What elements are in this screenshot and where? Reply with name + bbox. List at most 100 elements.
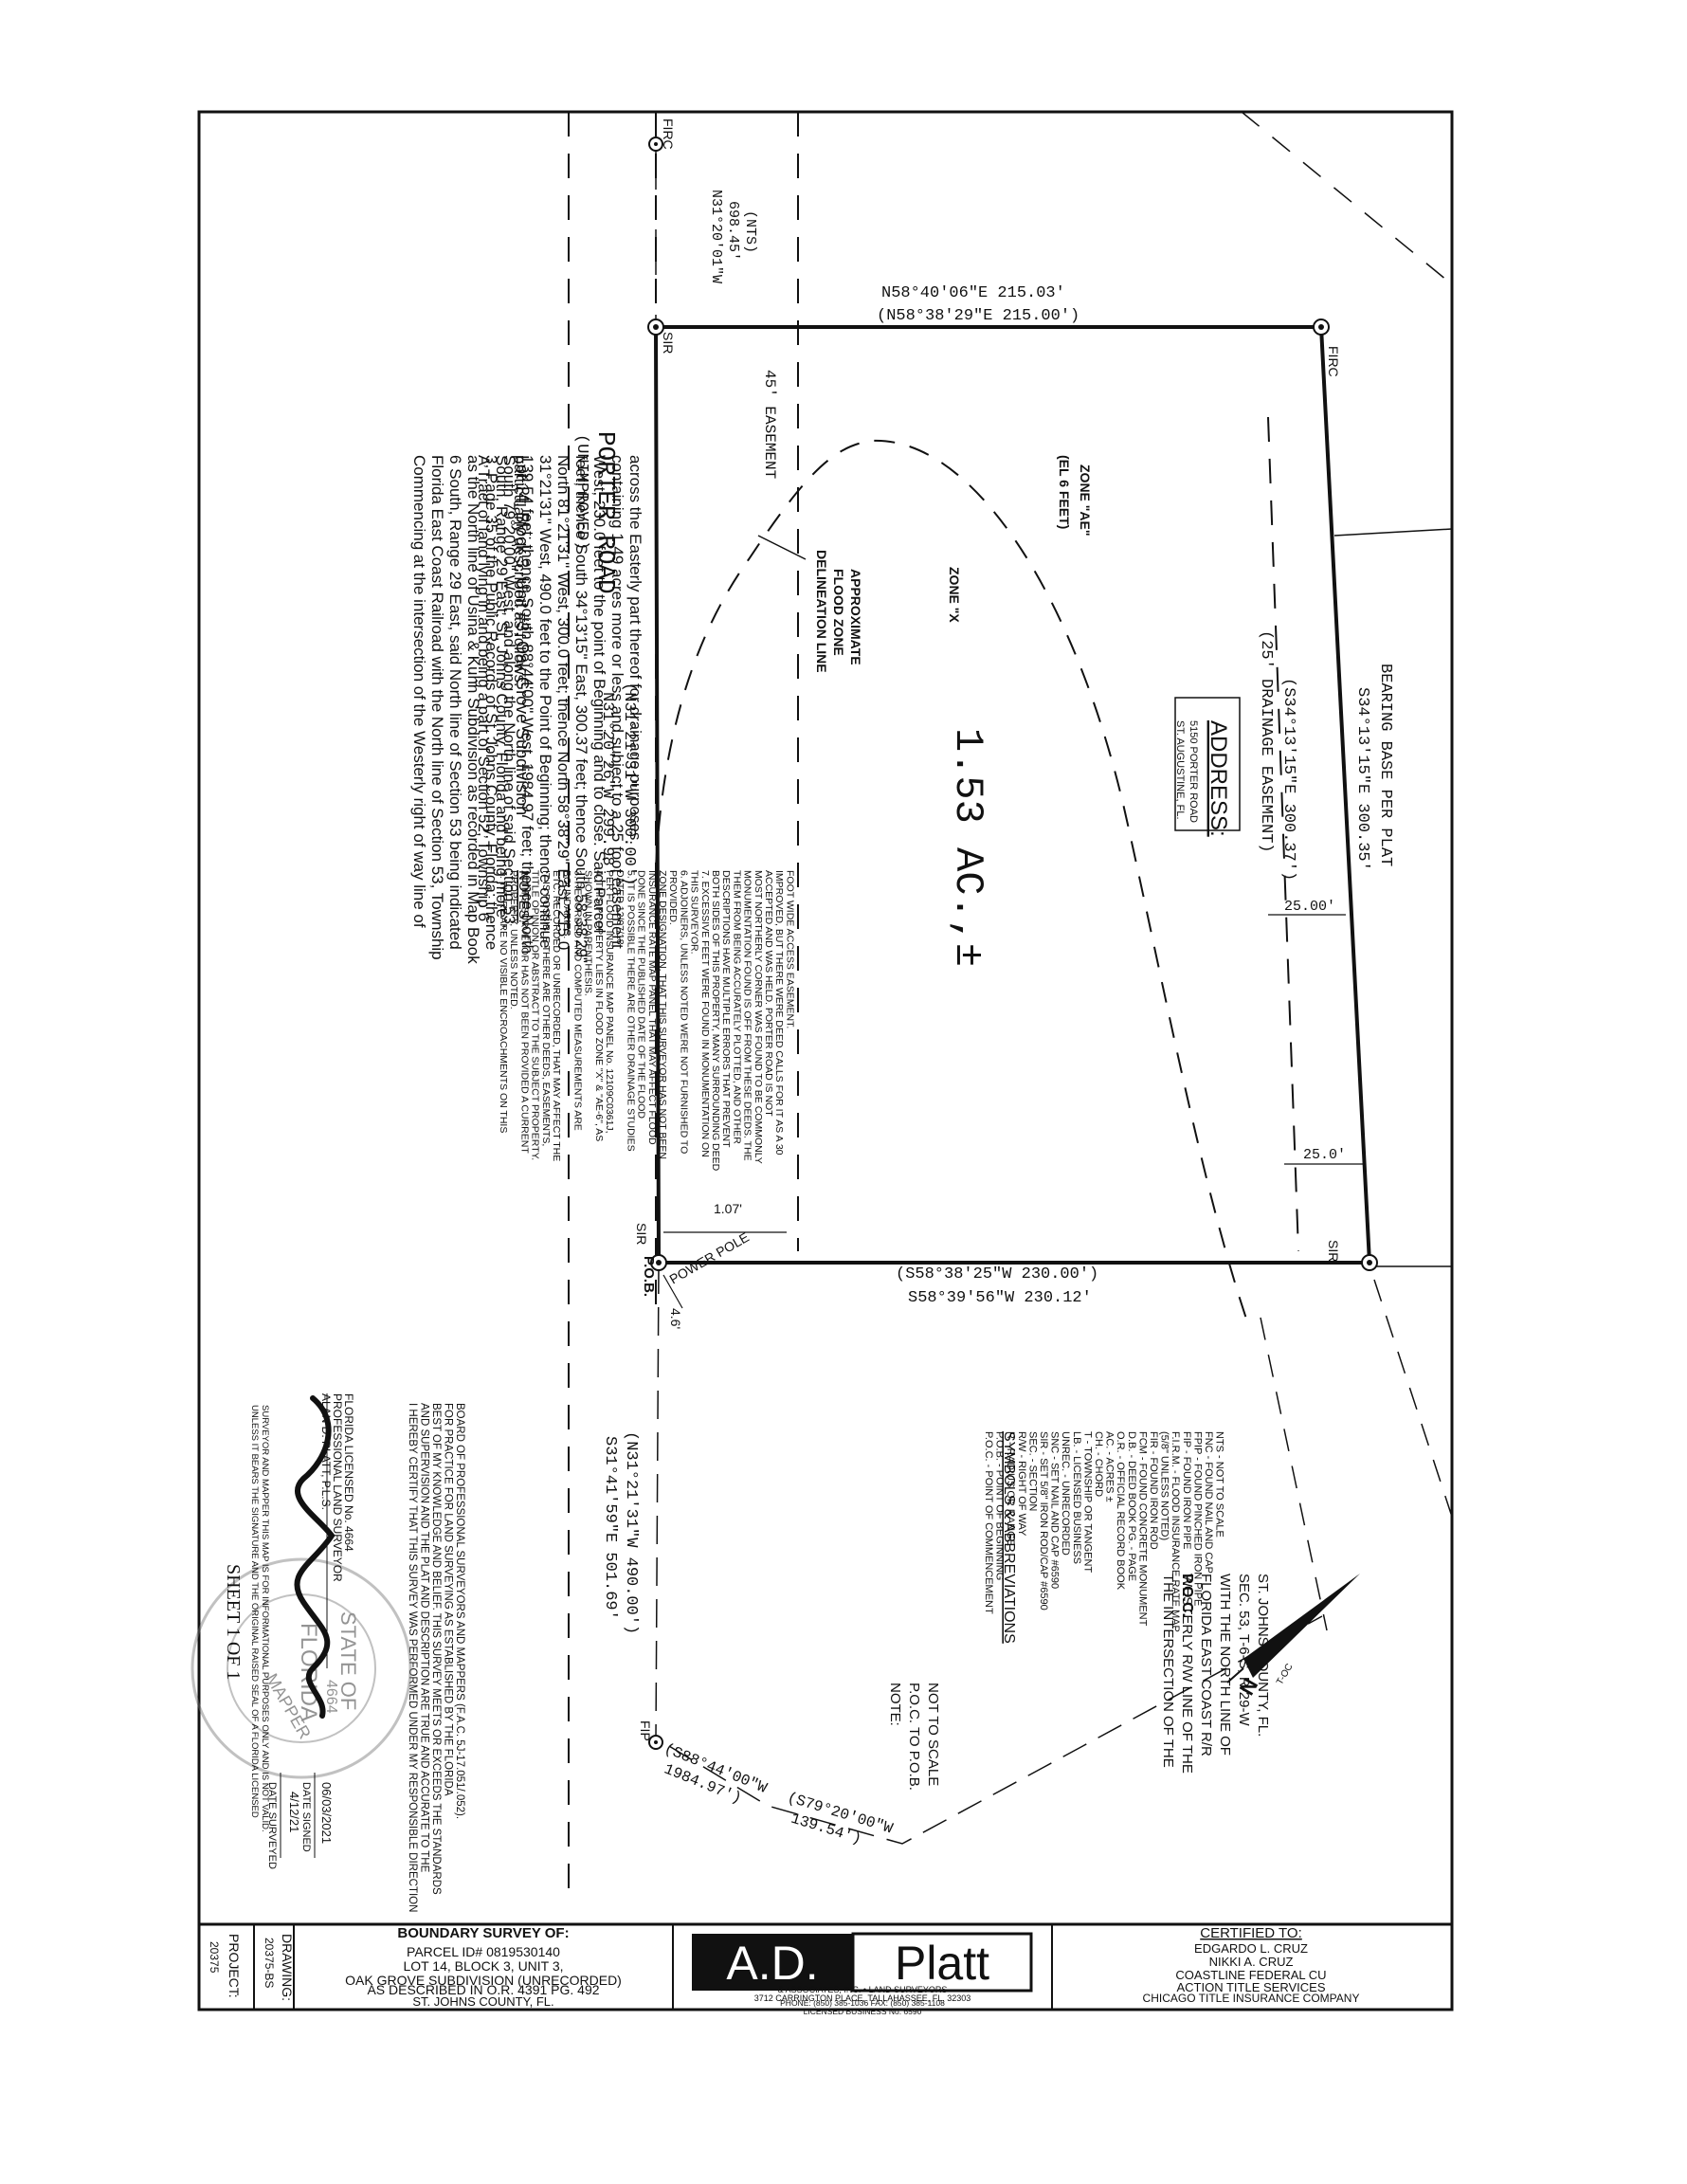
certified-line-4: CHICAGO TITLE INSURANCE COMPANY xyxy=(1143,1992,1360,2005)
poc-line-0: THE INTERSECTION OF THE xyxy=(1160,1574,1176,1768)
symbol-line-21: NTS - NOT TO SCALE xyxy=(1214,1431,1225,1538)
legal-body-10: West, 230.0 feet to the point of Beginni… xyxy=(590,455,608,933)
nw-tie-distance: 698.45' xyxy=(725,201,741,261)
symbol-line-20: FNC - FOUND NAIL AND CAP xyxy=(1203,1431,1214,1574)
railroad-line-2 xyxy=(1373,1279,1453,1518)
disclaimer-1: SURVEYOR AND MAPPER THIS MAP IS FOR INFO… xyxy=(260,1405,270,1832)
surveyor-signature xyxy=(294,1395,336,1719)
certified-line-0: EDGARDO L. CRUZ xyxy=(1194,1941,1308,1956)
sheet-number: SHEET 1 OF 1 xyxy=(223,1564,244,1680)
monument-firc-ne xyxy=(1313,318,1330,336)
logo-right-box xyxy=(851,1932,1033,1993)
legal-body-6: 139.54 feet; thence South 88°44'00" West… xyxy=(518,455,536,954)
symbol-line-15: FIR - FOUND IRON ROD xyxy=(1148,1431,1159,1550)
monument-sir-pob xyxy=(650,1254,667,1271)
north-line-record: (N58°38'29"E 215.00') xyxy=(877,307,1079,325)
survey-line-0: PARCEL ID# 0819530140 xyxy=(407,1944,560,1959)
seal-word-2: 4664 xyxy=(323,1680,339,1714)
note-line-3: TITLE OPINION OR ABSTRACT TO THE SUBJECT… xyxy=(530,870,541,1160)
legal-body-7: 31°21'31" West, 490.0 feet to the Point … xyxy=(536,455,554,948)
note-line-13: DONE SINCE THE PUBLISHED DATE OF THE FLO… xyxy=(636,870,647,1119)
symbol-line-11: AC. - ACRES ± xyxy=(1104,1431,1116,1502)
survey-line-4: ST. JOHNS COUNTY, FL. xyxy=(412,1994,553,2009)
firm-line-0: & ASSOCIATES, INC. • LAND SURVEYORS xyxy=(778,1985,948,1994)
drainage-easement-line xyxy=(1267,416,1299,1252)
legal-body-5: South 79°20'00" West, and along the Nort… xyxy=(500,455,518,929)
east-line-record: (S34°13'15"E 300.37') xyxy=(1279,678,1297,881)
note-line-1: PROPERTY, UNLESS NOTED. xyxy=(508,870,519,1010)
nw-tie-bearing: N31°20'01"W xyxy=(708,190,724,283)
road-name: PORTER ROAD xyxy=(591,431,620,594)
surveyor-name: ALAN D. PLATT, P.L.S. xyxy=(319,1393,333,1510)
symbol-line-13: D.B. - DEED BOOK PG. - PAGE xyxy=(1126,1431,1137,1581)
se-tie-line xyxy=(655,1265,660,1740)
firm-line-3: LICENSED BUSINESS No. 6590 xyxy=(804,2007,922,2016)
zone-x: ZONE "X xyxy=(947,567,962,623)
note-line-17: 6. ADJOINERS, UNLESS NOTED WERE NOT FURN… xyxy=(678,870,689,1154)
logo-left: A.D. xyxy=(726,1937,818,1990)
adjoining-north-line xyxy=(1333,528,1453,537)
label-firc-north: FIRC xyxy=(661,118,676,150)
note-line-15: ZONE DESIGNATION, THAT THIS SURVEYOR HAS… xyxy=(657,870,668,1159)
drawing-label: DRAWING: xyxy=(280,1934,295,2001)
survey-line-2: OAK GROVE SUBDIVISION (UNRECORDED) xyxy=(345,1973,622,1988)
certified-title: CERTIFIED TO: xyxy=(1200,1925,1302,1941)
note-line-20: BOTH SIDES OF THIS PROPERTY, MANY SURROU… xyxy=(710,870,721,1172)
symbol-line-10: CH. - CHORD xyxy=(1093,1431,1104,1497)
tie-line-record: (N31°21'31"W 490.00') xyxy=(622,1431,640,1634)
symbol-line-14: FCM - FOUND CONCRETE MONUMENT xyxy=(1136,1431,1148,1627)
zone-ae-1: ZONE "AE" xyxy=(1078,464,1093,537)
legal-body-4: 3, Page 35 of the Public Records of St. … xyxy=(482,455,500,950)
sheet-border xyxy=(197,110,1454,2011)
poc-note-2: NOT TO SCALE xyxy=(925,1683,941,1786)
project-value: 20375 xyxy=(208,1941,221,1974)
note-line-21: DESCRIPTIONS HAVE MULTIPLE ERRORS THAT P… xyxy=(720,870,732,1148)
north-line-measured: N58°40'06"E 215.03' xyxy=(881,284,1065,302)
drawing-value: 20375-BS xyxy=(263,1938,276,1988)
note-line-24: MOST NORTHERLY CORNER WAS FOUND TO BE CO… xyxy=(753,870,764,1164)
road-note: (UNIMPROVED) xyxy=(572,434,590,550)
legal-body-11: containing 1.49 acres more or less and s… xyxy=(608,455,626,949)
monument-sir-nw xyxy=(647,318,664,336)
legal-body-2: 6 South, Range 29 East, said North line … xyxy=(446,455,464,950)
label-power-pole: POWER POLE xyxy=(667,1229,753,1287)
poc-note-1: P.O.C. TO P.O.B. xyxy=(906,1683,922,1791)
poc-note-0: NOTE: xyxy=(887,1683,903,1726)
symbol-line-0: P.O.C. - POINT OF COMMENCEMENT xyxy=(983,1431,994,1614)
date-signed-label: DATE SIGNED xyxy=(300,1782,312,1852)
symbols-title: SYMBOLS & ABBREVIATIONS xyxy=(1001,1431,1017,1644)
survey-title: BOUNDARY SURVEY OF: xyxy=(397,1925,569,1941)
surveyor-title: PROFESSIONAL LAND SURVEYOR xyxy=(331,1393,344,1582)
certified-line-3: ACTION TITLE SERVICES xyxy=(1176,1980,1325,1994)
legal-body-9: feet; thence South 34°13'15" East, 300.3… xyxy=(572,455,590,963)
firm-line-2: PHONE: (850) 385-1036 FAX: (850) 385-110… xyxy=(780,1998,945,2008)
label-sir-nw: SIR xyxy=(661,332,676,354)
poc-line-2: FLORIDA EAST COAST R/R xyxy=(1198,1574,1214,1756)
symbol-line-4: SEC. - SECTION xyxy=(1026,1431,1038,1511)
date-signed: 06/03/2021 xyxy=(319,1782,334,1844)
label-offset-2: 4.6' xyxy=(668,1308,683,1329)
monument-sir-se xyxy=(1361,1254,1378,1271)
monument-firc-north xyxy=(648,136,663,152)
east-line-measured: S34°13'15"E 300.35' xyxy=(1353,687,1371,871)
label-firc-ne: FIRC xyxy=(1326,346,1341,377)
symbol-line-5: SIR - SET 5/8" IRON ROD/CAP #6590 xyxy=(1038,1431,1049,1611)
note-line-19: 7. EXCESSIVE FEET WERE FOUND IN MONUMENT… xyxy=(699,870,711,1157)
legal-intro-2: particularly described as follows: xyxy=(511,455,529,687)
symbol-line-7: UNREC. - UNRECORDED xyxy=(1060,1431,1071,1556)
survey-line-3: AS DESCRIBED IN O.R. 4391 PG. 492 xyxy=(367,1982,599,1997)
railroad-line-1 xyxy=(1260,1317,1328,1631)
disclaimer-0: UNLESS IT BEARS THE SIGNATURE AND THE OR… xyxy=(249,1405,260,1818)
legal-intro-1: South, Range 29 East, St. Johns County, … xyxy=(493,455,511,918)
flood-line-1: APPROXIMATE xyxy=(848,569,863,665)
address-title: ADDRESS: xyxy=(1206,720,1231,837)
zone-ae-2: (EL 6 FEET) xyxy=(1057,455,1072,529)
symbol-line-18: FIP - FOUND IRON PIPE xyxy=(1181,1431,1192,1549)
note-line-10: PER FLOOD INSURANCE MAP PANEL No. 12109C… xyxy=(604,870,615,1134)
west-line-measured: N31°20'26"W 299.98' xyxy=(598,692,616,876)
symbol-line-1: P.O.B. - POINT OF BEGINNING xyxy=(994,1431,1006,1580)
flood-line-3: DELINEATION LINE xyxy=(814,550,829,673)
survey-line-1: LOT 14, BLOCK 3, UNIT 3, xyxy=(403,1958,563,1974)
note-line-7: 3. RECORDED AND COMPUTED MEASUREMENTS AR… xyxy=(571,870,583,1131)
symbol-line-16: (5/8" UNLESS NOTED) xyxy=(1159,1431,1170,1540)
